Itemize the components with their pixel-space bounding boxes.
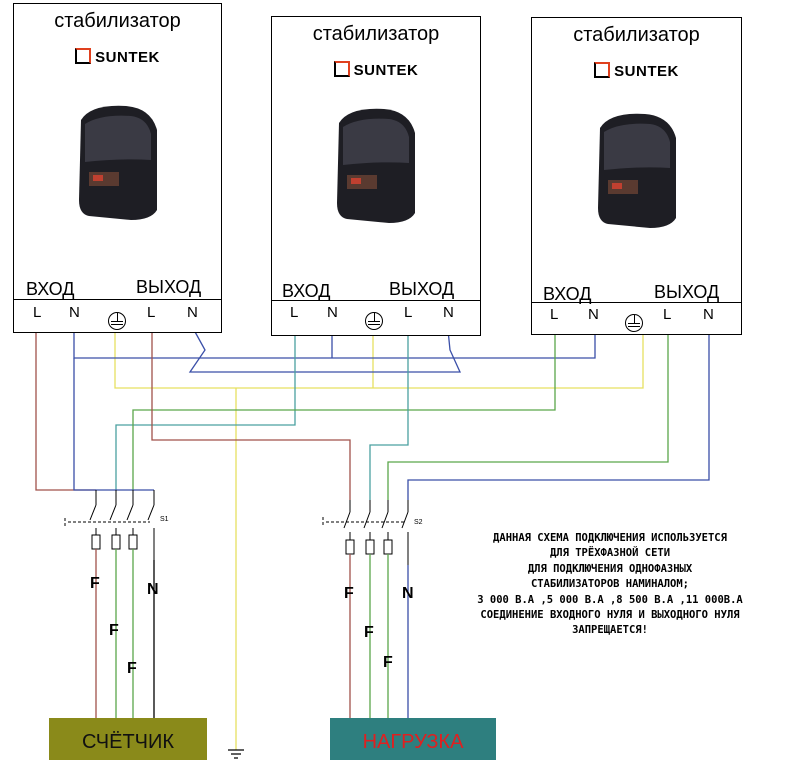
note-line: ЗАПРЕЩАЕТСЯ! <box>572 624 648 637</box>
load-block: НАГРУЗКА <box>330 718 496 760</box>
output-label: ВЫХОД <box>389 279 455 299</box>
terminal-input-l: L <box>33 304 42 321</box>
stabilizer-title: стабилизатор <box>54 10 181 32</box>
brand-icon <box>594 62 611 78</box>
brand-logo: SUNTEK <box>532 62 741 80</box>
stabilizer-title: стабилизатор <box>312 23 440 45</box>
note-line: ДЛЯ ПОДКЛЮЧЕНИЯ ОДНОФАЗНЫХ <box>527 562 693 575</box>
phase-b-out <box>369 330 409 500</box>
terminal-input-l: L <box>550 306 559 323</box>
neutral-out-bus <box>188 329 462 373</box>
terminal-input-n: N <box>327 304 338 321</box>
switch-s1-label: S1 <box>160 516 169 523</box>
wire-label-f: F <box>364 624 374 641</box>
output-label: ВЫХОД <box>136 277 202 297</box>
terminal-output-n: N <box>187 304 198 321</box>
terminal-block <box>14 299 221 330</box>
phase-c-in <box>132 330 556 490</box>
output-label: ВЫХОД <box>654 282 720 302</box>
note-line: 3 000 В.А ,5 000 В.А ,8 500 В.А ,11 000В… <box>477 593 743 606</box>
terminal-output-l: L <box>663 306 672 323</box>
ground-symbol <box>228 749 244 759</box>
input-label: ВХОД <box>282 281 331 301</box>
neutral-to-switch1 <box>73 358 154 491</box>
terminal-output-n: N <box>703 306 714 323</box>
ground-terminal-icon <box>625 314 643 332</box>
stabilizer-title: стабилизатор <box>573 24 700 46</box>
stabilizer-1: стабилизатор SUNTEK ВХОД ВЫХОД L N L N <box>13 3 222 333</box>
terminal-input-n: N <box>588 306 599 323</box>
terminal-input-n: N <box>69 304 80 321</box>
stabilizer-device-icon <box>78 105 157 220</box>
ground-wire <box>114 330 644 389</box>
ground-terminal-icon <box>108 312 126 330</box>
wire-label-n: N <box>402 585 414 602</box>
switch-s2 <box>322 500 409 565</box>
terminal-input-l: L <box>290 304 299 321</box>
note-line: ДАННАЯ СХЕМА ПОДКЛЮЧЕНИЯ ИСПОЛЬЗУЕТСЯ <box>493 532 727 544</box>
meter-block: СЧЁТЧИК <box>49 718 207 760</box>
stabilizer-3: стабилизатор SUNTEK ВХОД ВЫХОД L N L N <box>531 17 742 335</box>
diagram-note: ДАННАЯ СХЕМА ПОДКЛЮЧЕНИЯ ИСПОЛЬЗУЕТСЯ ДЛ… <box>440 531 780 639</box>
brand-logo: SUNTEK <box>272 61 480 79</box>
brand-icon <box>75 48 92 64</box>
wire-label-f: F <box>383 654 393 671</box>
brand-icon <box>333 61 350 77</box>
stabilizer-device-icon <box>597 113 676 228</box>
ground-terminal-icon <box>365 312 383 330</box>
input-label: ВХОД <box>26 279 75 299</box>
wire-label-f: F <box>344 585 354 602</box>
terminal-output-n: N <box>443 304 454 321</box>
switch-s1 <box>64 490 155 560</box>
terminal-output-l: L <box>404 304 413 321</box>
phase-a-out <box>151 330 351 500</box>
stabilizer-2: стабилизатор SUNTEK ВХОД ВЫХОД L N L N <box>271 16 481 336</box>
note-line: ДЛЯ ТРЁХФАЗНОЙ СЕТИ <box>549 547 671 560</box>
neutral-input-bus <box>73 330 596 359</box>
wire-label-f: F <box>127 660 137 677</box>
terminal-output-l: L <box>147 304 156 321</box>
brand-logo: SUNTEK <box>14 48 221 66</box>
wire-label-f: F <box>90 575 100 592</box>
phase-c-out <box>387 330 669 500</box>
neutral-out <box>407 330 710 500</box>
phase-b-in <box>115 330 296 490</box>
wire-label-n: N <box>147 581 159 598</box>
terminal-block <box>532 302 741 333</box>
note-line: СОЕДИНЕНИЕ ВХОДНОГО НУЛЯ И ВЫХОДНОГО НУЛ… <box>480 609 740 622</box>
switch-s2-label: S2 <box>414 519 423 526</box>
terminal-block <box>272 300 480 331</box>
phase-a-in <box>35 330 96 491</box>
note-line: СТАБИЛИЗАТОРОВ НАМИНАЛОМ; <box>530 578 690 591</box>
input-label: ВХОД <box>543 284 592 304</box>
wire-label-f: F <box>109 622 119 639</box>
stabilizer-device-icon <box>337 108 415 223</box>
